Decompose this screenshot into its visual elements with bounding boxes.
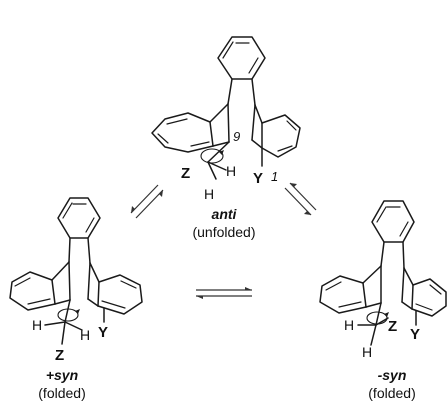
plus-syn-bridge-framework [51,237,100,307]
plus-syn-y-atom: Y [98,324,108,341]
anti-h-atom-right: H [226,163,236,179]
plus-syn-ch2z-group [44,299,83,345]
minus-syn-y-atom: Y [410,326,420,343]
minus-syn-left-benzene-ring [319,275,367,314]
anti-to-plus-syn-equilibrium-arrow [130,184,164,219]
anti-right-benzene-ring [261,114,301,158]
plus-syn-left-benzene-ring [9,271,56,311]
minus-syn-h-atom-left: H [344,317,354,333]
minus-syn-h-atom-bottom: H [362,344,372,360]
plus-syn-to-minus-syn-equilibrium-arrow [196,287,252,299]
plus-syn-right-benzene-ring [97,274,143,315]
minus-syn-bridge-framework [362,241,414,310]
anti-state-name: anti [212,206,238,222]
anti-position-1-label: 1 [271,169,278,184]
plus-syn-state-description: (folded) [38,385,85,401]
plus-syn-h-atom-left: H [32,317,42,333]
plus-syn-top-benzene-ring [57,197,101,239]
minus-syn-state-name: -syn [378,367,407,383]
anti-y-atom: Y [253,170,263,187]
minus-syn-conformer: H Z H Y -syn (folded) [319,200,447,401]
anti-h-atom-bottom: H [204,186,214,202]
minus-syn-top-benzene-ring [371,200,415,243]
anti-position-9-label: 9 [233,129,240,144]
minus-syn-state-description: (folded) [368,385,415,401]
anti-left-benzene-ring [151,112,214,153]
anti-z-atom: Z [181,165,190,182]
anti-ch2z-group [200,141,230,180]
minus-syn-z-atom: Z [388,318,397,335]
plus-syn-z-atom: Z [55,347,64,364]
anti-to-minus-syn-equilibrium-arrow [284,182,317,216]
anti-top-benzene-ring [217,36,266,80]
anti-bridge-framework [209,78,263,149]
minus-syn-right-benzene-ring [411,278,447,317]
minus-syn-ch2z-group [357,302,389,346]
plus-syn-h-atom-right: H [80,327,90,343]
plus-syn-state-name: +syn [46,367,78,383]
anti-conformer: Z H H Y 9 1 anti (unfolded) [151,36,301,240]
anti-state-description: (unfolded) [192,224,255,240]
plus-syn-conformer: H H Z Y +syn (folded) [9,197,143,401]
